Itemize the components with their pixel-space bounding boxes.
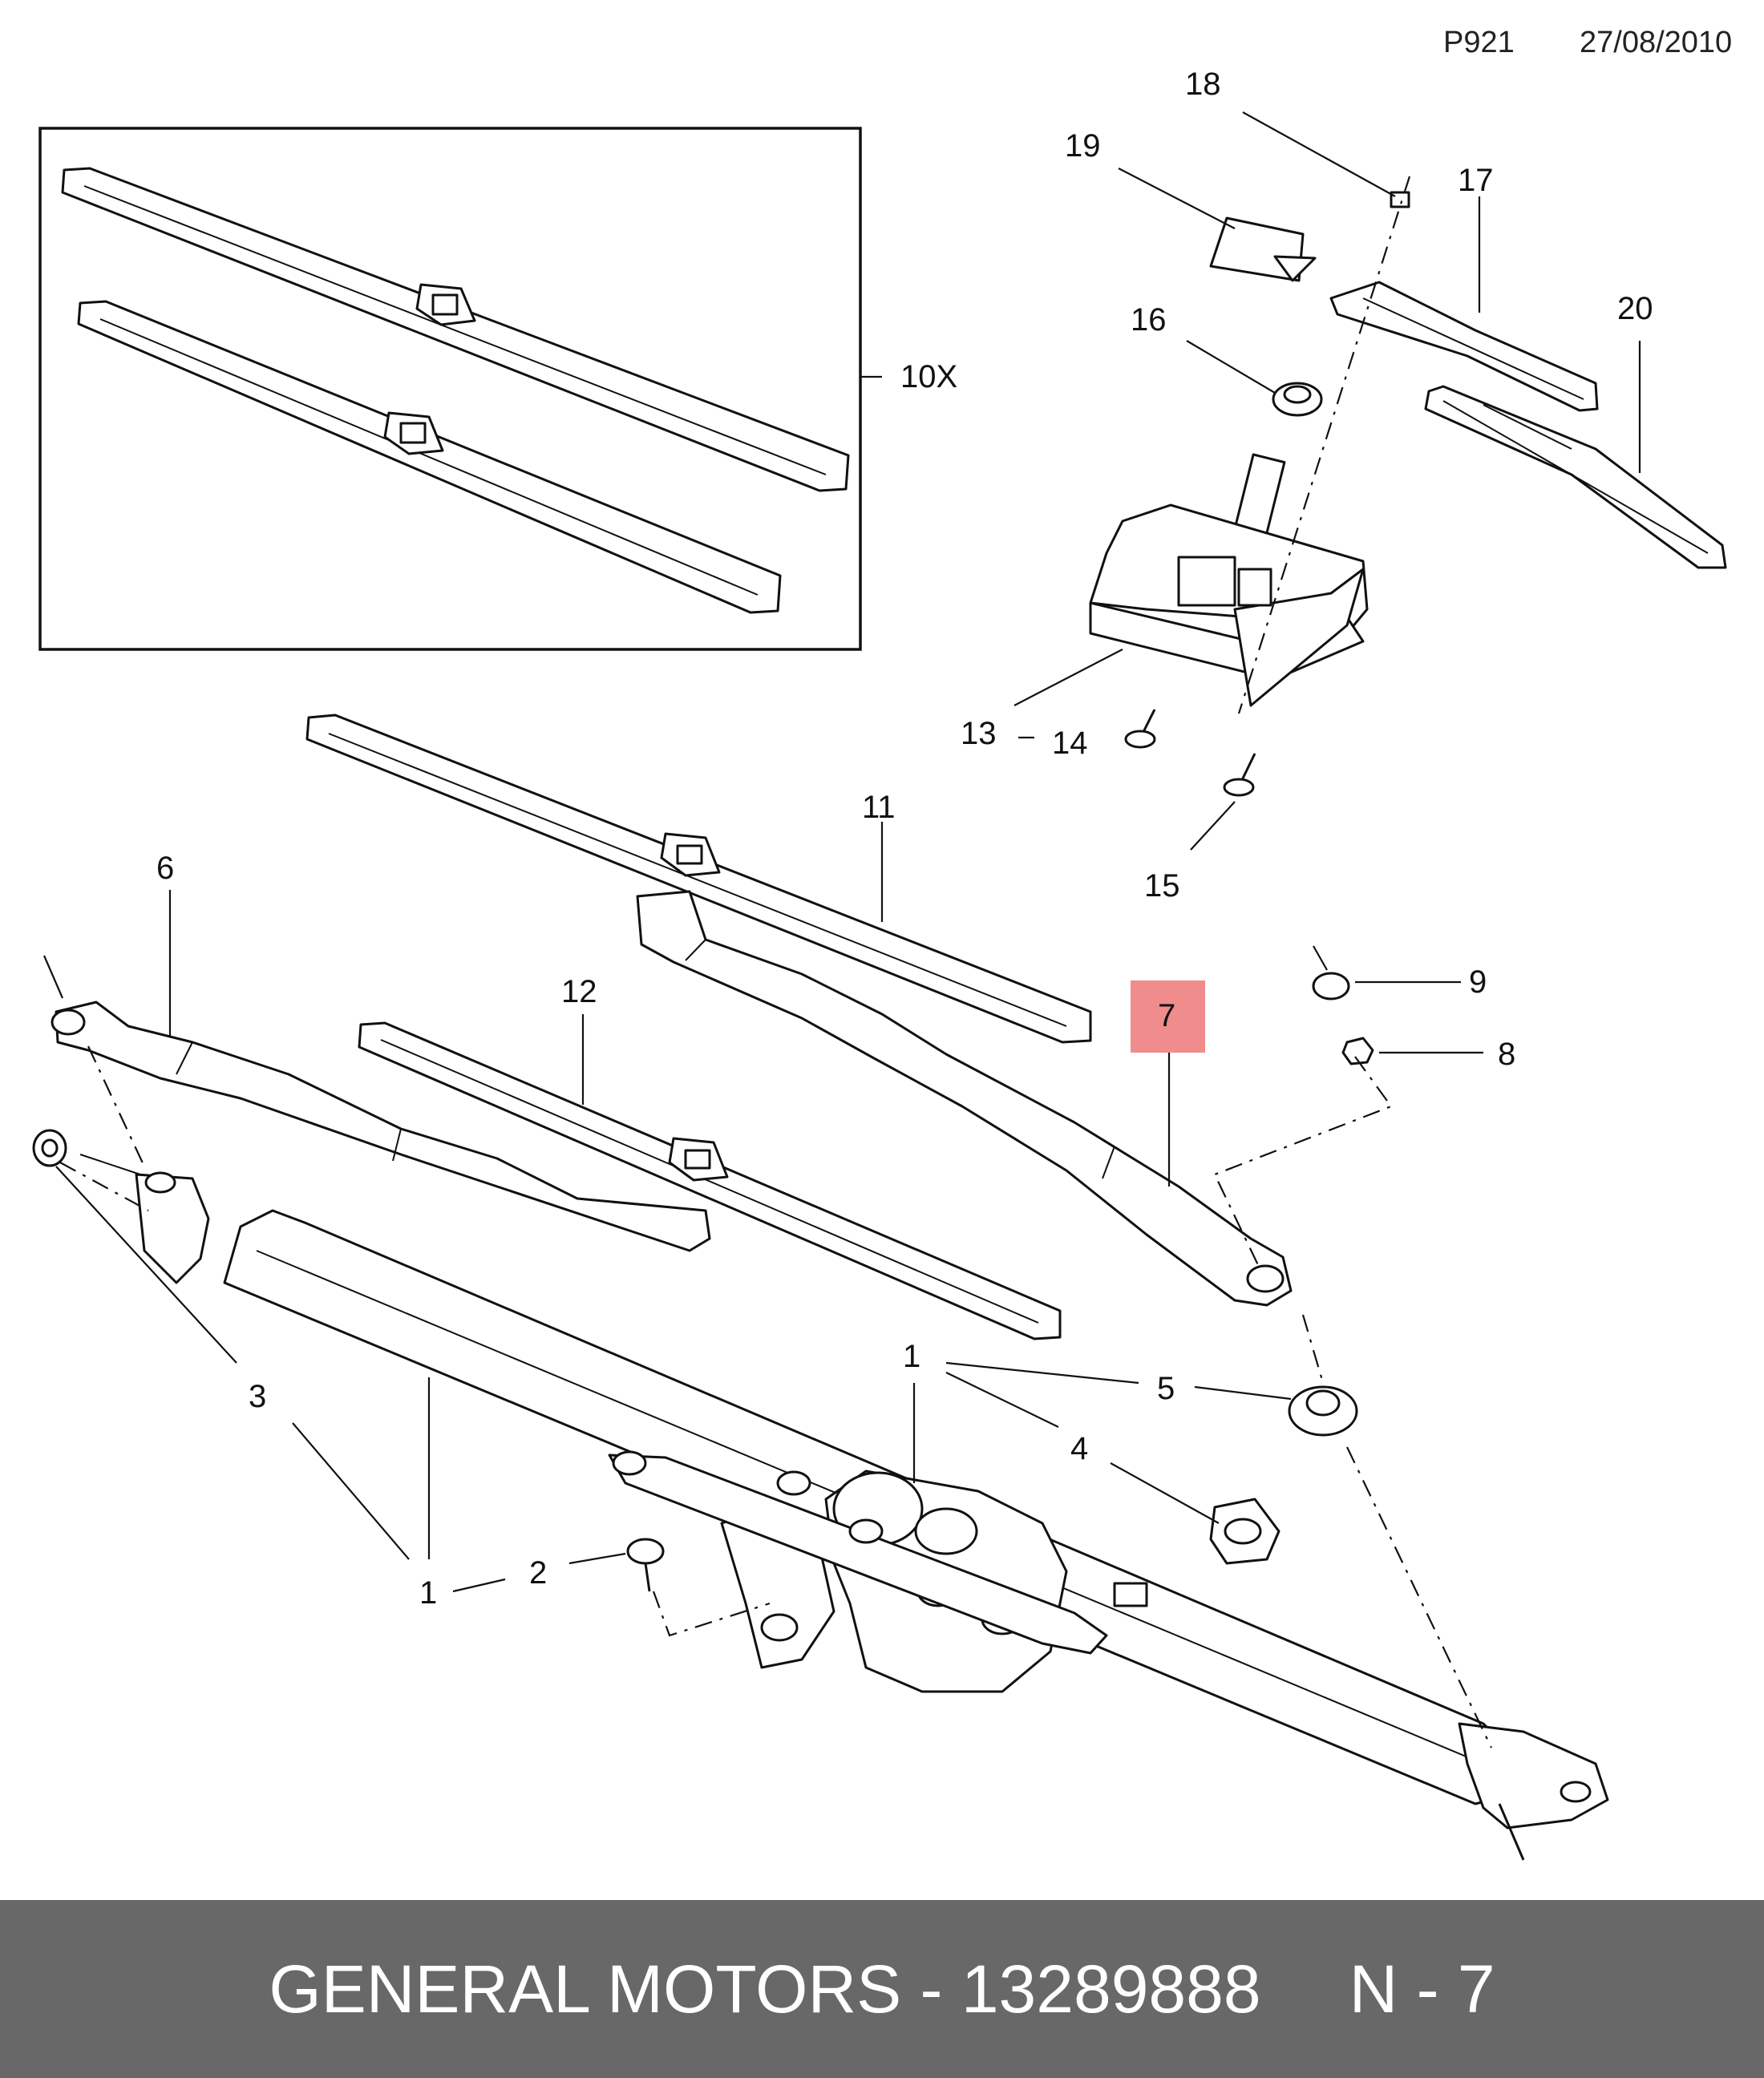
rear-nut-18 <box>1390 191 1410 208</box>
rear-wiper-arm <box>1329 281 1599 412</box>
front-blade-11 <box>305 714 1092 1044</box>
washer5-centerline <box>1301 1314 1325 1384</box>
diagram-code: P921 <box>1443 26 1515 59</box>
wiper-arm-6 <box>51 1001 711 1252</box>
wiper-parts-diagram: 18 19 17 20 16 10X 13 14 15 11 6 12 7 9 … <box>32 67 1727 1861</box>
front-blade-12 <box>358 1021 1062 1340</box>
callout-7: 7 <box>1158 998 1175 1033</box>
callout-13: 13 <box>961 716 997 751</box>
washer3-centerline <box>59 1162 149 1211</box>
rear-screw-14 <box>1124 709 1156 749</box>
callout-18: 18 <box>1185 67 1221 102</box>
inset-blade-lower <box>77 300 782 614</box>
rear-screw-15 <box>1223 753 1256 797</box>
callout-8: 8 <box>1498 1037 1515 1072</box>
highlight-box-7 <box>1131 980 1205 1053</box>
bolt2-centerline <box>652 1591 771 1637</box>
nut-8 <box>1341 1037 1374 1065</box>
callout-6: 6 <box>156 851 174 886</box>
callout-15: 15 <box>1144 868 1180 904</box>
washer-3 <box>32 1129 67 1167</box>
bolt-2 <box>626 1538 665 1592</box>
arm6-tip-line <box>42 955 64 999</box>
inset-frame <box>38 127 862 651</box>
callout-19: 19 <box>1065 128 1101 164</box>
wiper-arm-7 <box>636 890 1293 1307</box>
rear-wiper-blade <box>1424 385 1727 569</box>
diagram-date: 27/08/2010 <box>1580 26 1733 59</box>
inset-blade-upper <box>61 167 850 492</box>
callout-4: 4 <box>1070 1431 1088 1466</box>
callout-17: 17 <box>1458 163 1494 198</box>
callout-12: 12 <box>561 974 597 1009</box>
footer-reference: N - 7 <box>1349 1951 1495 2027</box>
footer-bar: GENERAL MOTORS - 13289888 N - 7 <box>0 1900 1764 2078</box>
wiper-linkage-assembly <box>79 1154 1609 1861</box>
blade-set-inset <box>38 127 882 651</box>
callout-1-upper: 1 <box>903 1339 920 1374</box>
rear-wiper-cap <box>1209 216 1317 282</box>
rear-wiper-motor <box>1089 453 1369 707</box>
callout-labels: 18 19 17 20 16 10X 13 14 15 11 6 12 7 9 … <box>156 67 1653 1611</box>
cap9-tip-line <box>1313 945 1328 971</box>
callout-3: 3 <box>249 1379 266 1414</box>
cap-9 <box>1312 972 1350 1001</box>
callout-9: 9 <box>1469 964 1487 1000</box>
footer-caption: GENERAL MOTORS - 13289888 N - 7 <box>0 1900 1764 2078</box>
footer-part-number: GENERAL MOTORS - 13289888 <box>269 1951 1261 2027</box>
leader-lines <box>55 111 1641 1593</box>
callout-11: 11 <box>862 790 896 825</box>
rear-wiper-group <box>1089 176 1727 797</box>
arm7-centerline <box>1213 1056 1393 1267</box>
callout-14: 14 <box>1052 726 1088 761</box>
connector-plug <box>1113 1582 1148 1607</box>
rubber-mount-4 <box>1209 1498 1281 1565</box>
callout-5: 5 <box>1157 1371 1175 1406</box>
callout-16: 16 <box>1131 302 1167 338</box>
callout-20: 20 <box>1617 291 1653 326</box>
callout-2: 2 <box>529 1555 547 1591</box>
callout-1-lower: 1 <box>419 1575 437 1611</box>
callout-10x: 10X <box>900 359 957 394</box>
rear-centerline <box>1237 176 1411 714</box>
washer-5 <box>1288 1385 1358 1437</box>
rear-grommet <box>1272 382 1323 417</box>
